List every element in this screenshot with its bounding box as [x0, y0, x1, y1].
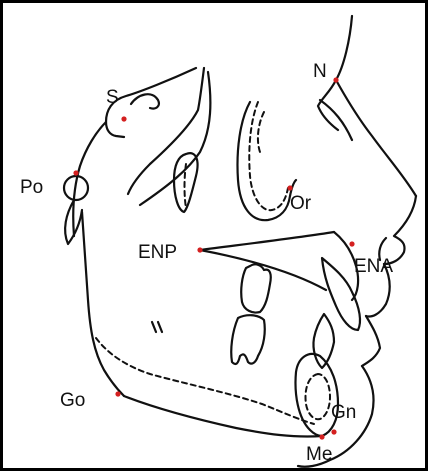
label-ENA: ENA — [354, 256, 393, 277]
label-Me: Me — [306, 444, 332, 465]
label-Or: Or — [290, 193, 312, 214]
label-ENP: ENP — [138, 242, 177, 263]
label-Go: Go — [60, 390, 85, 411]
landmark-point-N — [333, 77, 338, 82]
label-S: S — [106, 87, 119, 108]
landmark-point-ENA — [349, 241, 354, 246]
landmark-point-Or — [287, 185, 292, 190]
label-Gn: Gn — [331, 402, 356, 423]
landmark-point-Po — [73, 170, 78, 175]
label-N: N — [313, 61, 327, 82]
landmark-point-Gn — [331, 429, 336, 434]
label-Po: Po — [20, 177, 43, 198]
landmark-point-Me — [319, 434, 324, 439]
landmark-point-ENP — [197, 247, 202, 252]
landmark-point-S — [121, 116, 126, 121]
landmark-point-Go — [115, 391, 120, 396]
